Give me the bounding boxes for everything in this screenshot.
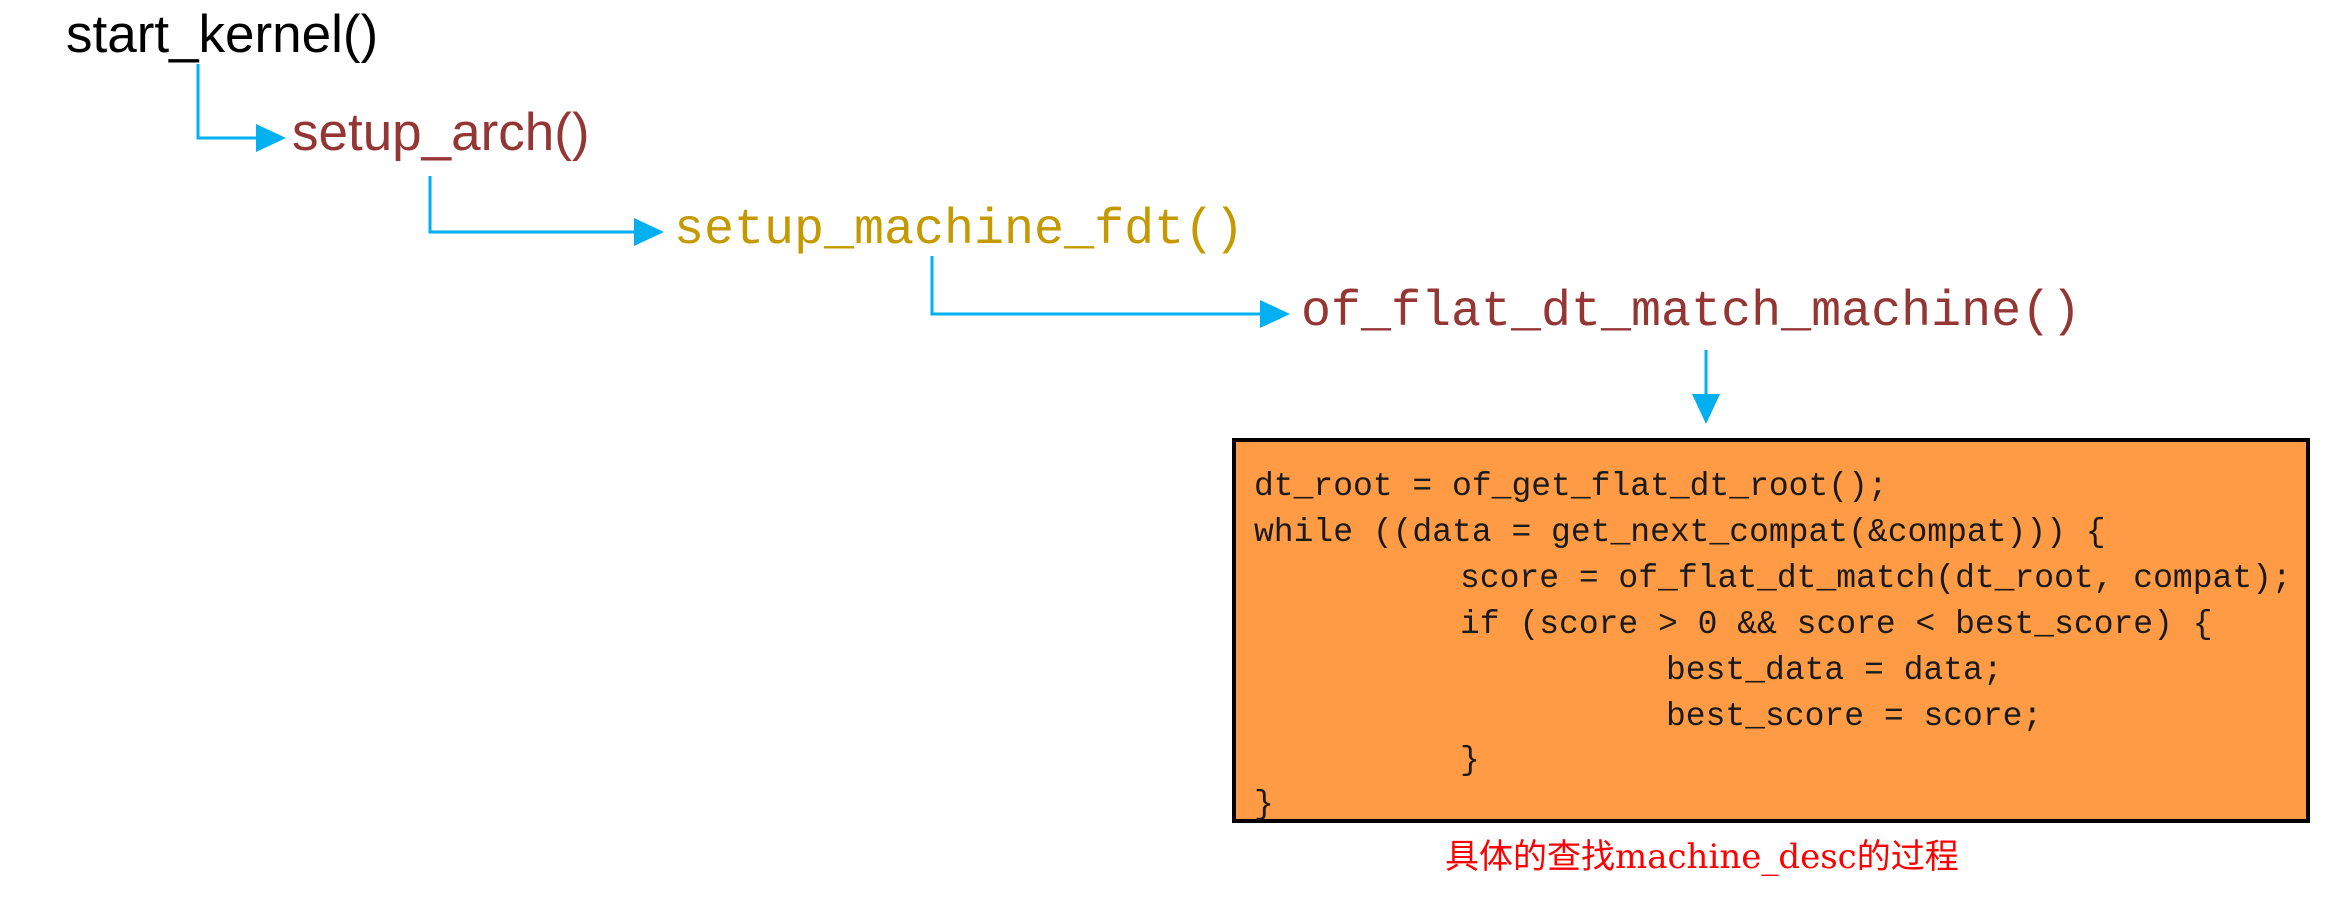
code-box: dt_root = of_get_flat_dt_root(); while (… (1232, 438, 2310, 823)
connector-setup-arch-to-setup-machine-fdt (428, 176, 664, 246)
code-line: } (1460, 742, 1480, 779)
function-setup-arch: setup_arch() (292, 103, 590, 162)
code-line: } (1254, 786, 1274, 823)
code-line: score = of_flat_dt_match(dt_root, compat… (1460, 560, 2292, 597)
function-of-flat-dt-match-machine: of_flat_dt_match_machine() (1301, 284, 2082, 341)
code-line: while ((data = get_next_compat(&compat))… (1254, 514, 2106, 551)
function-setup-machine-fdt: setup_machine_fdt() (674, 202, 1245, 259)
code-line: best_data = data; (1666, 652, 2003, 689)
code-line: if (score > 0 && score < best_score) { (1460, 606, 2213, 643)
caption: 具体的查找machine_desc的过程 (1445, 837, 1959, 877)
code-line: dt_root = of_get_flat_dt_root(); (1254, 468, 1888, 505)
connector-match-machine-to-code-box (1692, 350, 1720, 424)
code-line: best_score = score; (1666, 698, 2043, 735)
connector-start-to-setup-arch (196, 64, 286, 152)
function-start-kernel: start_kernel() (66, 5, 379, 64)
connector-setup-machine-fdt-to-match-machine (930, 256, 1290, 328)
